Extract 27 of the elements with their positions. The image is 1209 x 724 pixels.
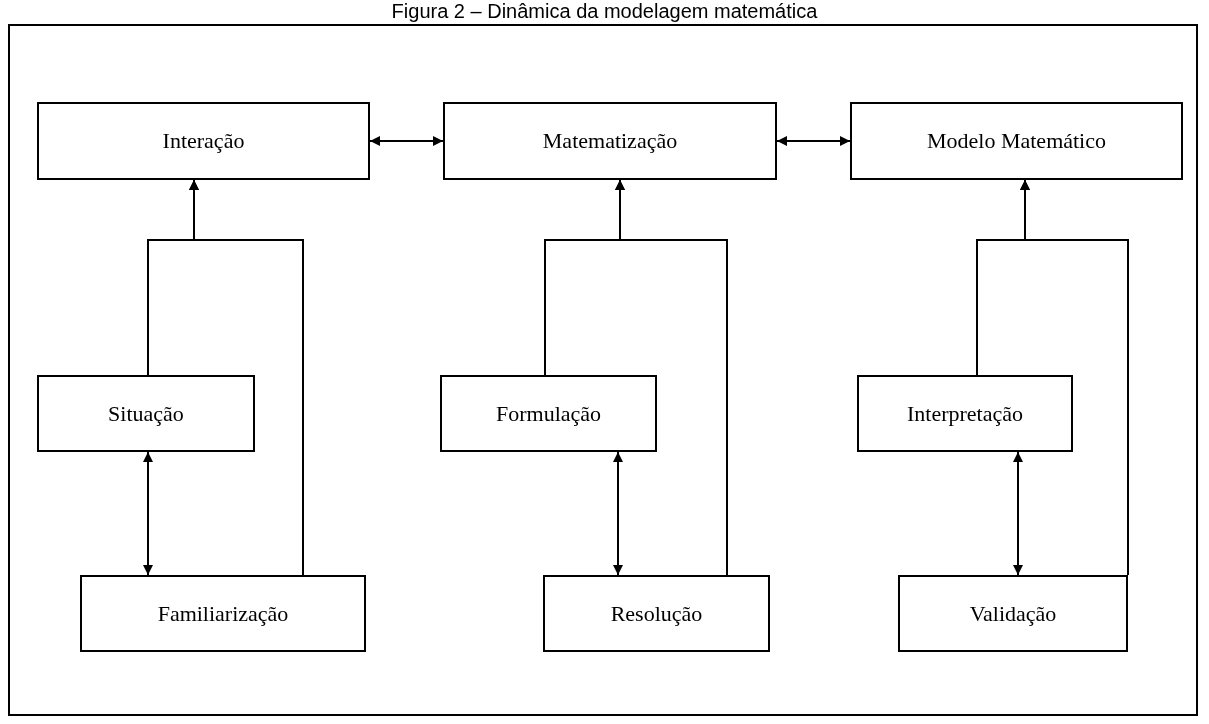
figure-title: Figura 2 – Dinâmica da modelagem matemática: [390, 0, 819, 22]
box-label: Familiarização: [157, 600, 289, 627]
box-label: Matematização: [542, 128, 678, 154]
process-box: [37, 102, 370, 180]
box-label: Formulação: [495, 400, 602, 427]
box-label: Interpretação: [907, 400, 1023, 427]
box-label: Situação: [108, 400, 184, 427]
arrow: [1020, 179, 1129, 576]
arrow: [613, 451, 623, 576]
box-label: Resolução: [610, 600, 703, 627]
arrow: [189, 179, 304, 576]
box-label: Validação: [969, 600, 1057, 627]
arrow: [615, 179, 728, 576]
arrow: [776, 136, 851, 146]
box-label: Modelo Matemático: [927, 128, 1106, 154]
process-box: [898, 575, 1128, 652]
process-box: [443, 102, 777, 180]
process-box: [850, 102, 1183, 180]
arrow: [1013, 451, 1023, 576]
process-box: [37, 375, 255, 452]
arrow: [369, 136, 444, 146]
arrow: [143, 451, 153, 576]
process-box: [440, 375, 657, 452]
process-box: [80, 575, 366, 652]
box-label: Interação: [162, 128, 245, 154]
process-box: [857, 375, 1073, 452]
process-box: [543, 575, 770, 652]
